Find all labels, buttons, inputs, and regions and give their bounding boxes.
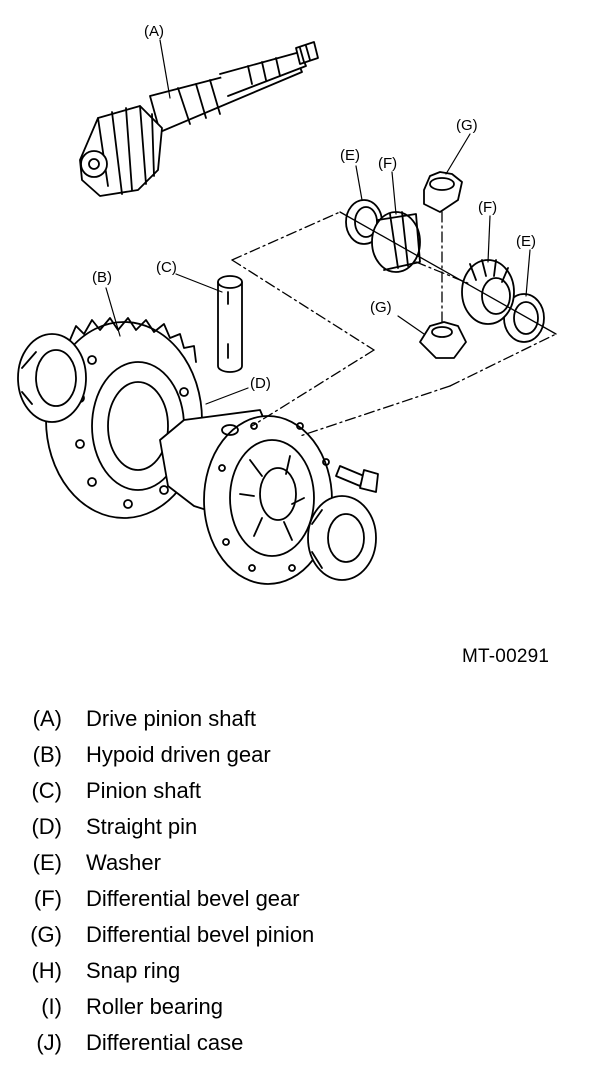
legend-label: Snap ring [86, 958, 181, 983]
roller-bearing-right [307, 495, 377, 581]
legend-label: Hypoid driven gear [86, 742, 271, 767]
washer-lower [503, 293, 545, 343]
legend-row: (D) Straight pin [0, 812, 608, 848]
legend-key: (F) [33, 886, 62, 911]
legend-label: Differential bevel pinion [86, 922, 315, 947]
roller-bearing-left [17, 333, 87, 423]
legend-key: (E) [32, 850, 62, 875]
legend-label: Straight pin [86, 814, 198, 839]
callout-f-lower: (F) [478, 199, 497, 216]
legend-row: (C) Pinion shaft [0, 776, 608, 812]
legend-key: (D) [31, 814, 62, 839]
callout-c: (C) [156, 259, 177, 276]
legend-label: Washer [86, 850, 161, 875]
assembly-lines [231, 211, 557, 437]
legend-key: (C) [31, 778, 62, 803]
legend-row: (F) Differential bevel gear [0, 884, 608, 920]
legend-key: (B) [32, 742, 62, 767]
legend-label: Pinion shaft [86, 778, 201, 803]
exploded-differential-diagram: (A) (B) (C) (D) (E) (E) (F) (F) (G) (G) [17, 23, 557, 585]
pinion-shaft [217, 275, 243, 373]
differential-case [159, 409, 333, 585]
bevel-pinion-upper [423, 171, 463, 213]
legend-label: Differential case [86, 1030, 244, 1055]
legend-row: (I) Roller bearing [0, 992, 608, 1028]
callout-f-upper: (F) [378, 155, 397, 172]
bevel-gear-lower [461, 259, 515, 325]
legend-row: (B) Hypoid driven gear [0, 740, 608, 776]
legend-label: Differential bevel gear [86, 886, 300, 911]
legend-row: (A) Drive pinion shaft [0, 704, 608, 740]
legend-key: (I) [41, 994, 62, 1019]
bevel-pinion-lower [419, 321, 467, 359]
bevel-gear-upper [371, 211, 421, 273]
callout-d: (D) [250, 375, 271, 392]
legend-row: (J) Differential case [0, 1028, 608, 1064]
legend-key: (G) [30, 922, 62, 947]
legend-label: Roller bearing [86, 994, 223, 1019]
figure-code: MT-00291 [462, 646, 550, 667]
callout-e-lower: (E) [516, 233, 536, 250]
legend-key: (J) [36, 1030, 62, 1055]
legend-key: (A) [32, 706, 62, 731]
callout-a: (A) [144, 23, 164, 40]
legend-row: (H) Snap ring [0, 956, 608, 992]
callout-e-upper: (E) [340, 147, 360, 164]
legend-key: (H) [31, 958, 62, 983]
callout-g-upper: (G) [456, 117, 478, 134]
drive-pinion-shaft [79, 41, 319, 197]
legend-row: (E) Washer [0, 848, 608, 884]
legend-label: Drive pinion shaft [86, 706, 256, 731]
bolt [335, 465, 379, 493]
parts-legend: (A) Drive pinion shaft (B) Hypoid driven ge… [0, 704, 608, 1064]
leader-lines [105, 39, 531, 405]
legend-row: (G) Differential bevel pinion [0, 920, 608, 956]
callout-g-lower: (G) [370, 299, 392, 316]
callout-b: (B) [92, 269, 112, 286]
